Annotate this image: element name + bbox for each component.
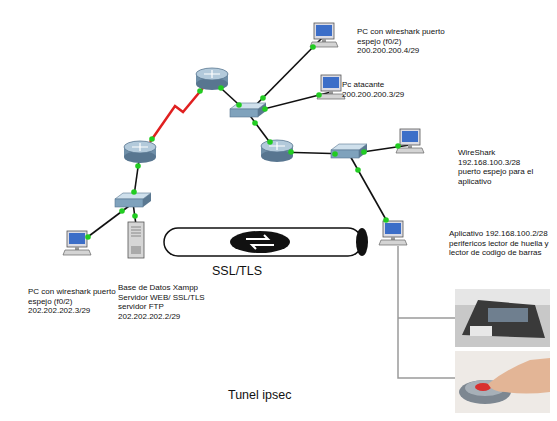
pc-label: Pc atacante 200.200.200.3/29 <box>342 80 418 99</box>
device-label: PC con wireshark puerto espejo (f0/2) 20… <box>28 287 116 316</box>
device-label: Aplicativo 192.168.100.2/28 perifericos … <box>449 229 557 258</box>
pc-label: PC con wireshark puerto espejo (f0/2) 20… <box>357 27 447 56</box>
tunnel-label: SSL/TLS <box>162 264 374 279</box>
device-label: Pc atacante 200.200.200.3/29 <box>342 80 418 99</box>
pc-label: Aplicativo 192.168.100.2/28 perifericos … <box>449 229 557 258</box>
caption-note: Tunel ipsec <box>228 388 291 403</box>
pc-label: WireShark 192.168.100.3/28 puerto espejo… <box>458 148 540 186</box>
pc-label: PC con wireshark puerto espejo (f0/2) 20… <box>28 287 116 316</box>
device-label: Base de Datos Xampp Servidor WEB/ SSL/TL… <box>118 283 210 321</box>
device-label: WireShark 192.168.100.3/28 puerto espejo… <box>458 148 540 186</box>
tunnel-shape <box>162 226 374 260</box>
device-label: PC con wireshark puerto espejo (f0/2) 20… <box>357 27 447 56</box>
server-label: Base de Datos Xampp Servidor WEB/ SSL/TL… <box>118 283 210 321</box>
tunnel-cylinder: SSL/TLS <box>162 226 374 279</box>
